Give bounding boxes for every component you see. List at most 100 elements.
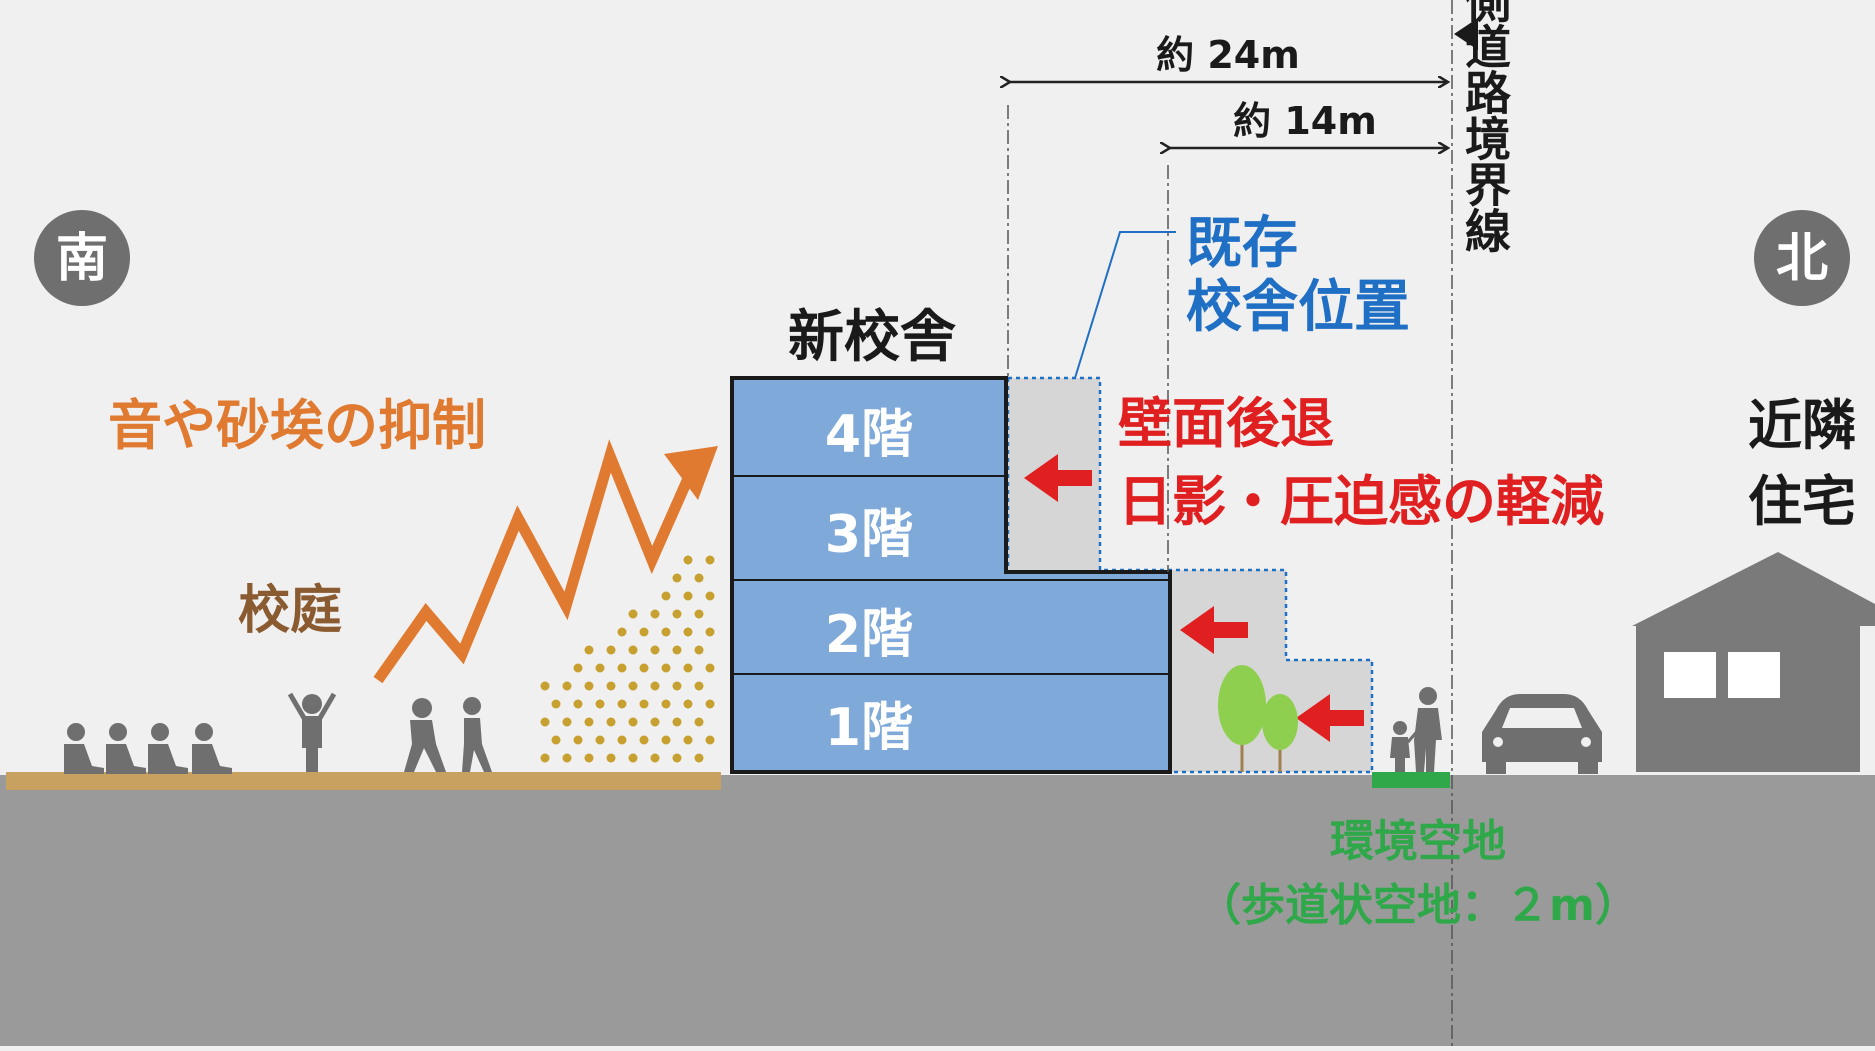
- dust-dot: [694, 573, 704, 583]
- dimension-label-24m: 約 24m: [1156, 33, 1300, 77]
- car-icon: [1482, 694, 1602, 774]
- south-badge: 南: [34, 210, 130, 306]
- dust-dot: [672, 753, 682, 763]
- north-label: 北: [1776, 229, 1828, 289]
- person-walking-icon: [462, 697, 492, 772]
- shadow-reduction-label: 日影・圧迫感の軽減: [1118, 470, 1604, 533]
- dust-particles: [540, 555, 715, 763]
- dust-dot: [672, 717, 682, 727]
- dust-dot: [595, 663, 605, 673]
- dust-dot: [694, 753, 704, 763]
- ground: [0, 775, 1875, 1046]
- noise-dust-label: 音や砂埃の抑制: [108, 394, 486, 457]
- dust-dot: [540, 717, 550, 727]
- dust-dot: [551, 735, 561, 745]
- house-icon: [1632, 552, 1875, 772]
- dust-dot: [606, 717, 616, 727]
- existing-position-label-line1: 既存: [1186, 211, 1298, 276]
- dust-dot: [683, 555, 693, 565]
- dust-dot: [562, 717, 572, 727]
- students-icon: [64, 723, 232, 774]
- existing-position-leader: [1074, 231, 1176, 379]
- tree-icon: [1262, 694, 1298, 772]
- floor-label-2: 2階: [825, 605, 913, 665]
- environmental-space-strip: [1372, 772, 1450, 788]
- dust-dot: [705, 555, 715, 565]
- dust-dot: [540, 753, 550, 763]
- dust-dot: [562, 681, 572, 691]
- dust-dot: [661, 735, 671, 745]
- dust-dot: [628, 753, 638, 763]
- dust-dot: [694, 681, 704, 691]
- dust-dot: [562, 753, 572, 763]
- dust-dot: [606, 681, 616, 691]
- dust-dot: [683, 627, 693, 637]
- dust-dot: [628, 681, 638, 691]
- dust-dot: [705, 735, 715, 745]
- tree-icon: [1218, 665, 1266, 772]
- dust-dot: [628, 645, 638, 655]
- dust-dot: [617, 663, 627, 673]
- dust-dot: [661, 591, 671, 601]
- dust-dot: [540, 681, 550, 691]
- dust-dot: [639, 663, 649, 673]
- dust-dot: [683, 699, 693, 709]
- wall-setback-label: 壁面後退: [1118, 392, 1334, 455]
- north-badge: 北: [1754, 210, 1850, 306]
- dust-dot: [628, 609, 638, 619]
- dust-dot: [672, 609, 682, 619]
- dust-dot: [639, 627, 649, 637]
- existing-position-label-line2: 校舎位置: [1186, 275, 1410, 340]
- dust-dot: [573, 663, 583, 673]
- dust-dot: [584, 753, 594, 763]
- dust-dot: [573, 699, 583, 709]
- dust-dot: [584, 681, 594, 691]
- schoolyard-ground: [6, 772, 721, 790]
- dust-dot: [705, 699, 715, 709]
- pedestrian-family-icon: [1390, 687, 1442, 772]
- dust-dot: [694, 609, 704, 619]
- dust-dot: [617, 735, 627, 745]
- neighbors-label-line1: 近隣: [1748, 394, 1856, 457]
- dust-dot: [650, 645, 660, 655]
- dust-dot: [694, 645, 704, 655]
- person-walking-icon: [404, 698, 446, 772]
- dust-dot: [705, 591, 715, 601]
- dust-dot: [584, 717, 594, 727]
- dust-dot: [628, 717, 638, 727]
- dust-dot: [672, 681, 682, 691]
- dust-dot: [606, 753, 616, 763]
- red-arrow-icon: [1024, 454, 1092, 502]
- red-arrow-icon: [1180, 606, 1248, 654]
- person-cheering-icon: [287, 692, 337, 772]
- boundary-pointer-icon: [1454, 18, 1478, 50]
- dust-dot: [705, 627, 715, 637]
- dust-dot: [650, 681, 660, 691]
- dust-dot: [694, 717, 704, 727]
- dust-dot: [661, 663, 671, 673]
- dust-dot: [595, 699, 605, 709]
- noise-arrow-head-icon: [664, 446, 718, 500]
- floor-label-4: 4階: [825, 405, 913, 465]
- dust-dot: [551, 699, 561, 709]
- dust-dot: [683, 663, 693, 673]
- dust-dot: [584, 645, 594, 655]
- dust-dot: [661, 627, 671, 637]
- dust-dot: [705, 663, 715, 673]
- dust-dot: [595, 735, 605, 745]
- floor-label-3: 3階: [825, 505, 913, 565]
- dust-dot: [650, 753, 660, 763]
- environmental-space-label: 環境空地: [1330, 816, 1506, 867]
- dust-dot: [661, 699, 671, 709]
- dust-dot: [650, 609, 660, 619]
- red-arrow-icon: [1296, 694, 1364, 742]
- south-label: 南: [56, 229, 108, 289]
- sidewalk-space-label: （歩道状空地：２m）: [1197, 880, 1639, 931]
- dust-dot: [617, 627, 627, 637]
- dimension-label-14m: 約 14m: [1233, 99, 1377, 143]
- dust-dot: [617, 699, 627, 709]
- dust-dot: [672, 573, 682, 583]
- dust-dot: [573, 735, 583, 745]
